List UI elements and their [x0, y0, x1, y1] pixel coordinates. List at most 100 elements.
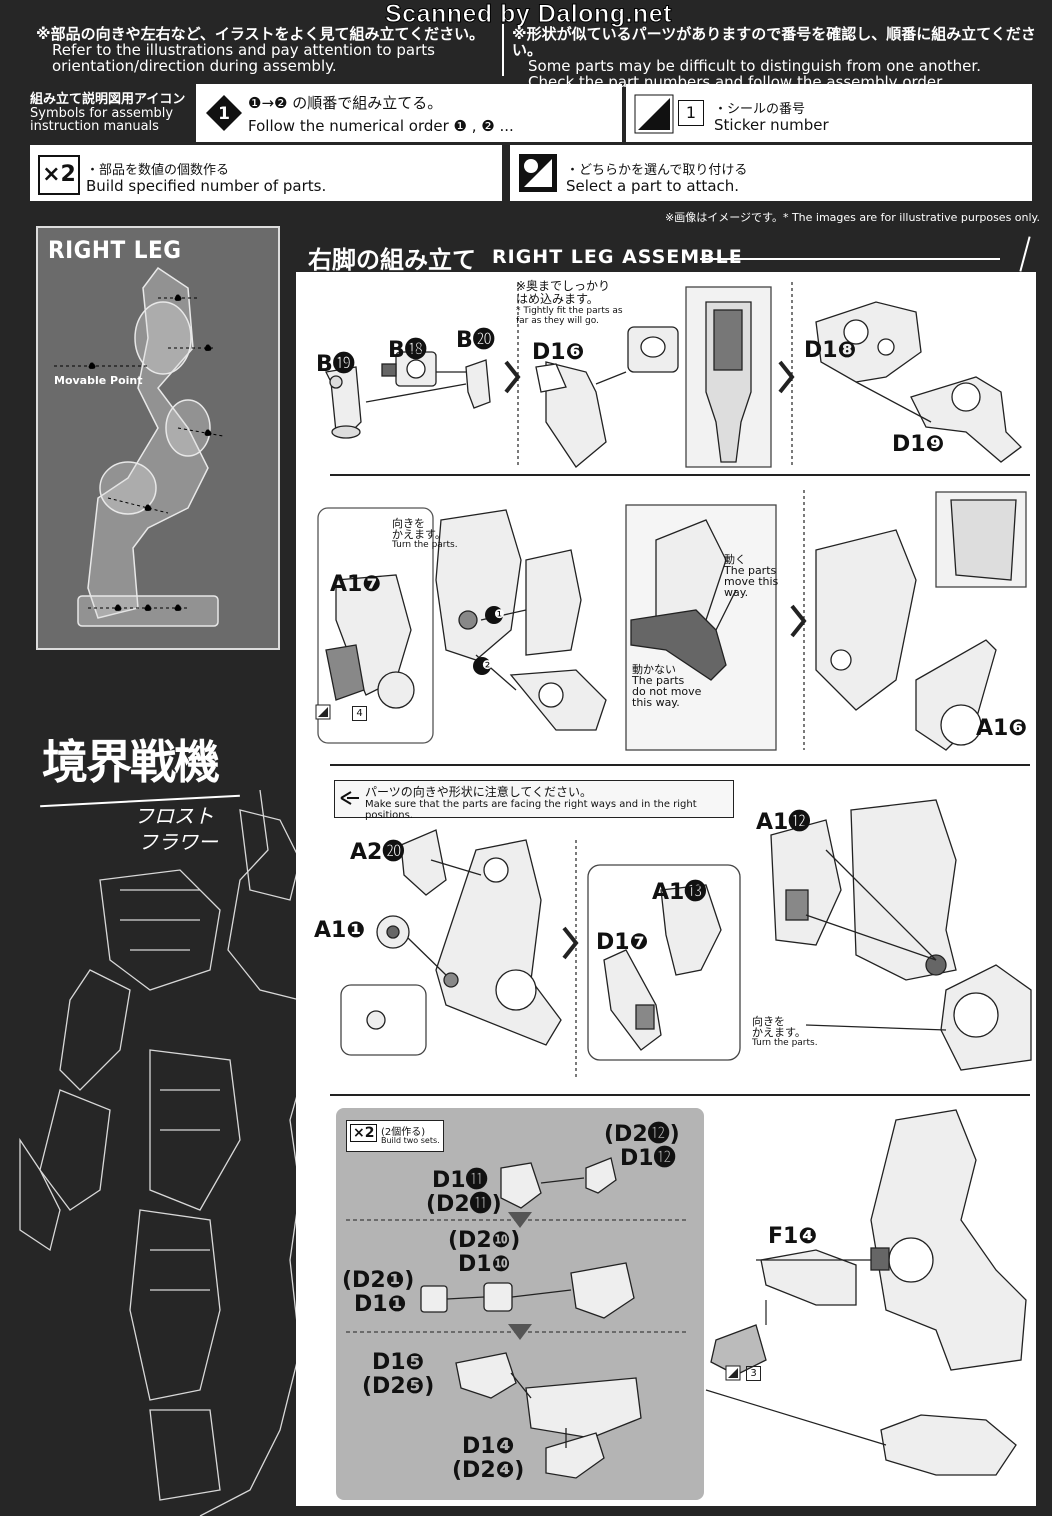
order-jp: ❶→❷ の順番で組み立てる。: [248, 94, 443, 112]
icon-legend-title: 組み立て説明図用アイコン Symbols for assembly instru…: [30, 88, 196, 142]
subassembly-panel: ×2 (2個作る) Build two sets.: [336, 1108, 704, 1500]
logo-subtitle-a: フロスト: [134, 804, 214, 828]
note-left-en2: orientation/direction during assembly.: [52, 57, 337, 75]
label-d15: D1❺: [372, 1350, 425, 1375]
image-note: ※画像はイメージです。* The images are for illustra…: [665, 211, 1040, 224]
sticker-en: Sticker number: [714, 116, 829, 134]
nomove-en2: do not move: [632, 685, 702, 698]
subassembly-illustration: [346, 1157, 686, 1479]
fit-note-jp1: ※奥までしっかり: [516, 279, 611, 293]
row4-illustration: [705, 1109, 1027, 1476]
select-jp: ・どちらかを選んで取り付ける: [566, 163, 748, 178]
move-en1: The parts: [724, 564, 777, 577]
sticker-icon: [634, 94, 674, 134]
label-a113: A1⓭: [652, 880, 707, 905]
fit-note-en1: * Tightly fit the parts as: [516, 306, 623, 316]
note-right: ※形状が似ているパーツがありますので番号を確認し、順番に組み立てください。 So…: [512, 26, 1042, 90]
row-divider-2: [330, 764, 1030, 766]
x2-icon: ×2: [38, 155, 80, 195]
icon-sticker-box: 1 ・シールの番号 Sticker number: [626, 84, 1032, 142]
label-d211: (D2⓫): [426, 1192, 502, 1217]
label-d111: D1⓫: [432, 1168, 488, 1193]
move-en3: way.: [724, 586, 749, 599]
turn-jp1: 向きを: [392, 517, 425, 530]
icon-legend-title-jp: 組み立て説明図用アイコン: [30, 92, 186, 107]
step-row-1: B⓳ B⓲ B⓴ D1❻ ※奥までしっかり はめ込みます。 * Tightly …: [296, 272, 1036, 472]
section-underline: [700, 258, 1000, 260]
fit-note-en2: far as they will go.: [516, 316, 599, 326]
note-right-en1: Some parts may be difficult to distingui…: [528, 57, 981, 75]
row-divider-1: [330, 474, 1030, 476]
x2-en: Build specified number of parts.: [86, 177, 327, 195]
x2-jp: ・部品を数値の個数作る: [86, 163, 230, 178]
note-divider: [502, 24, 504, 76]
label-d24: (D2❹): [452, 1458, 525, 1483]
row2-illustration: [315, 490, 1027, 751]
caution-en: Make sure that the parts are facing the …: [365, 799, 697, 821]
move-note: 動く The parts move this way.: [724, 554, 778, 598]
icon-legend-title-en2: instruction manuals: [30, 119, 159, 134]
scan-watermark: Scanned by Dalong.net: [385, 0, 672, 29]
nomove-jp: 動かない: [632, 663, 676, 676]
label-b20: B⓴: [456, 328, 495, 353]
svg-text:1: 1: [218, 104, 230, 124]
label-d11: D1❶: [354, 1292, 407, 1317]
label-d18: D1❽: [804, 338, 857, 363]
label-a17: A1❼: [330, 572, 381, 597]
label-d21: (D2❶): [342, 1268, 415, 1293]
section-title-jp: 右脚の組み立て: [308, 245, 476, 274]
turn-jp2: かえます。: [392, 528, 446, 541]
turn-note-row3: 向きを かえます。 Turn the parts.: [752, 1016, 818, 1049]
movable-point-label: Movable Point: [54, 374, 143, 387]
label-a16: A1❻: [976, 716, 1027, 741]
x2-badge: ×2 (2個作る) Build two sets.: [346, 1120, 444, 1152]
turn3-en: Turn the parts.: [752, 1038, 818, 1048]
x2-badge-icon: ×2: [350, 1124, 378, 1142]
label-a220: A2⓴: [350, 840, 405, 865]
right-leg-preview: RIGHT LEG Movable Point: [36, 226, 280, 650]
nomove-note: 動かない The parts do not move this way.: [632, 664, 701, 708]
label-d25: (D2❺): [362, 1374, 435, 1399]
sticker-4: 4: [352, 706, 367, 721]
robot-line-art: [19, 790, 311, 1516]
step-row-4: ×2 (2個作る) Build two sets.: [296, 1100, 1036, 1506]
icon-order-box: 1 ❶→❷ の順番で組み立てる。 Follow the numerical or…: [196, 84, 622, 142]
move-en2: move this: [724, 575, 779, 588]
row-divider-3: [330, 1094, 1030, 1096]
label-d212: (D2⓬): [604, 1122, 680, 1147]
select-en: Select a part to attach.: [566, 177, 740, 195]
turn3-jp1: 向きを: [752, 1015, 785, 1028]
label-d19: D1❾: [892, 432, 945, 457]
label-d17: D1❼: [596, 930, 649, 955]
section-title-en: RIGHT LEG ASSEMBLE: [492, 246, 743, 268]
fit-note: ※奥までしっかり はめ込みます。 * Tightly fit the parts…: [516, 279, 623, 327]
order-en: Follow the numerical order ❶ , ❷ ...: [248, 117, 514, 135]
step-1-marker: ❶: [494, 607, 505, 621]
logo-subtitle-b: フラワー: [138, 830, 218, 854]
sticker-number-box: 1: [678, 100, 704, 126]
icon-legend-title-en1: Symbols for assembly: [30, 106, 174, 121]
row1-chevron-2: [778, 360, 795, 394]
turn3-jp2: かえます。: [752, 1026, 806, 1039]
note-left: ※部品の向きや左右など、イラストをよく見て組み立てください。 Refer to …: [36, 26, 506, 74]
right-leg-title: RIGHT LEG: [48, 236, 182, 264]
sticker-3: 3: [746, 1366, 761, 1381]
x2-badge-jp: (2個作る): [381, 1127, 426, 1138]
turn-note-row2: 向きを かえます。 Turn the parts.: [392, 518, 458, 551]
row3-chevron: [562, 926, 579, 960]
caution-icon: [340, 791, 359, 805]
section-slash: [1019, 236, 1031, 272]
label-b18: B⓲: [388, 338, 427, 363]
caution-box: パーツの向きや形状に注意してください。 Make sure that the p…: [334, 780, 734, 821]
x2-badge-en: Build two sets.: [381, 1136, 440, 1145]
step-row-2: ❶ ❷ A1❼ 向きを かえます。 Turn the parts. 4 動く T…: [296, 480, 1036, 760]
label-d112: D1⓬: [620, 1146, 676, 1171]
section-header: 右脚の組み立て RIGHT LEG ASSEMBLE: [296, 236, 1036, 274]
row1-chevron-1: [504, 360, 521, 394]
step-2-marker: ❷: [482, 658, 493, 672]
turn-en: Turn the parts.: [392, 540, 458, 550]
nomove-en3: this way.: [632, 696, 680, 709]
label-d210: (D2❿): [448, 1228, 521, 1253]
select-icon: [519, 154, 557, 192]
order-step-icon: 1: [206, 95, 242, 131]
